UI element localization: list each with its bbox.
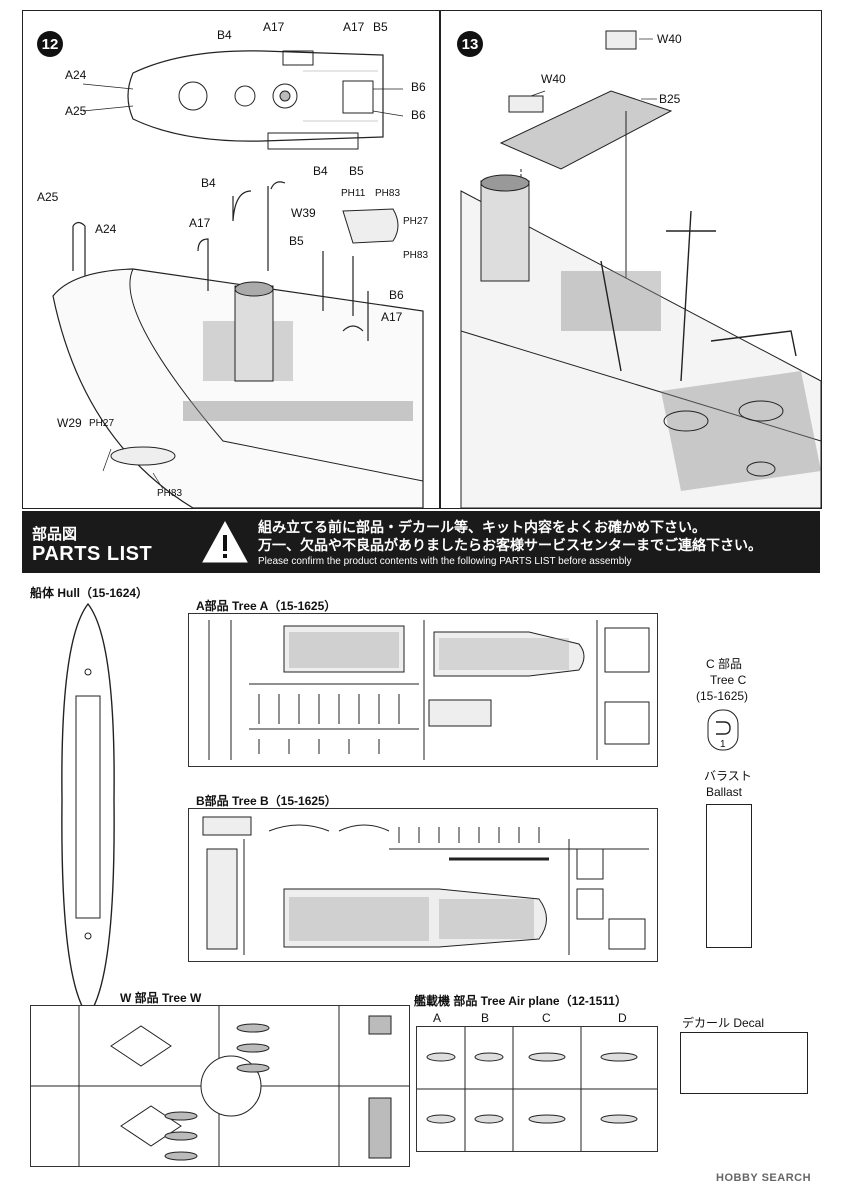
label-a24: A24: [65, 68, 87, 82]
label-ph: PH27: [89, 418, 115, 429]
step-13-panel: 13 W40 W40 B25: [440, 10, 822, 509]
step-12-badge: 12: [37, 31, 63, 57]
warning-jp-line-2: 万一、欠品や不良品がありましたらお客様サービスセンターまでご連絡下さい。: [258, 537, 762, 553]
tree-w-title: W 部品 Tree W: [120, 991, 202, 1005]
step-12-diagram: [52, 50, 424, 508]
parts-list-en-title: PARTS LIST: [32, 543, 153, 565]
label-b4: B4: [217, 28, 232, 42]
tree-b-title: B部品 Tree B（15-1625）: [196, 794, 337, 808]
label-b6: B6: [411, 108, 426, 122]
step-12-number: 12: [41, 35, 59, 53]
label-w39: W39: [291, 206, 316, 220]
label-a25: A25: [65, 104, 87, 118]
tree-air-sprue: [416, 1026, 658, 1152]
label-a17: A17: [189, 216, 211, 230]
tree-c-part-number: 1: [720, 739, 726, 750]
ballast-box: [706, 804, 752, 948]
label-a17: A17: [381, 310, 403, 324]
decal-title: デカール Decal: [682, 1016, 765, 1030]
air-col-a: A: [433, 1011, 442, 1025]
label-b6: B6: [389, 288, 404, 302]
tree-c-code: (15-1625): [696, 689, 749, 703]
label-w29: W29: [57, 416, 82, 430]
hull-title: 船体 Hull（15-1624）: [30, 586, 149, 600]
decal-box: [680, 1032, 808, 1094]
step-13-badge: 13: [457, 31, 483, 57]
label-ph: PH27: [403, 216, 429, 227]
tree-a-sprue: [188, 613, 658, 767]
warning-icon: [202, 520, 248, 563]
step-12-panel: 12 A17 B4 A17 B5 A24 A25 B6 B6 B4 B5 B4 …: [22, 10, 440, 509]
step-13-diagram: [460, 30, 821, 508]
tree-b-sprue: [188, 808, 658, 962]
label-w40: W40: [657, 32, 682, 46]
label-ph: PH83: [403, 250, 429, 261]
label-b25: B25: [659, 92, 681, 106]
air-col-c: C: [542, 1011, 551, 1025]
ballast-jp-title: バラスト: [704, 769, 752, 783]
parts-list-jp-title: 部品図: [32, 526, 78, 543]
tree-c-jp-title: C 部品: [706, 657, 743, 671]
label-b4: B4: [201, 176, 216, 190]
warning-jp-line-1: 組み立てる前に部品・デカール等、キット内容をよくお確かめ下さい。: [258, 519, 706, 535]
tree-air-title: 艦載機 部品 Tree Air plane（12-1511）: [414, 994, 627, 1008]
ballast-en-title: Ballast: [706, 785, 743, 799]
tree-w-sprue: [30, 1005, 410, 1167]
label-b5: B5: [289, 234, 304, 248]
label-ph: PH11: [341, 188, 366, 199]
step-13-number: 13: [461, 35, 479, 53]
tree-c-en-title: Tree C: [710, 673, 747, 687]
watermark-text: HOBBY SEARCH: [716, 1172, 812, 1184]
label-b6: B6: [411, 80, 426, 94]
parts-list-banner: 部品図 PARTS LIST 組み立てる前に部品・デカール等、キット内容をよくお…: [22, 511, 820, 573]
label-a25: A25: [37, 190, 59, 204]
label-b4: B4: [313, 164, 328, 178]
label-w40: W40: [541, 72, 566, 86]
label-ph: PH83: [157, 488, 183, 499]
label-b5: B5: [349, 164, 364, 178]
air-col-d: D: [618, 1011, 627, 1025]
tree-c-part: [707, 709, 739, 751]
label-a17: A17: [343, 20, 365, 34]
warning-en-line: Please confirm the product contents with…: [258, 556, 632, 567]
label-a24: A24: [95, 222, 117, 236]
tree-a-title: A部品 Tree A（15-1625）: [196, 599, 337, 613]
label-ph: PH83: [375, 188, 401, 199]
watermark: HOBBY SEARCH: [716, 1172, 811, 1184]
air-col-b: B: [481, 1011, 490, 1025]
hull-drawing: [61, 602, 115, 1018]
label-b5: B5: [373, 20, 388, 34]
label-a17: A17: [263, 20, 285, 34]
